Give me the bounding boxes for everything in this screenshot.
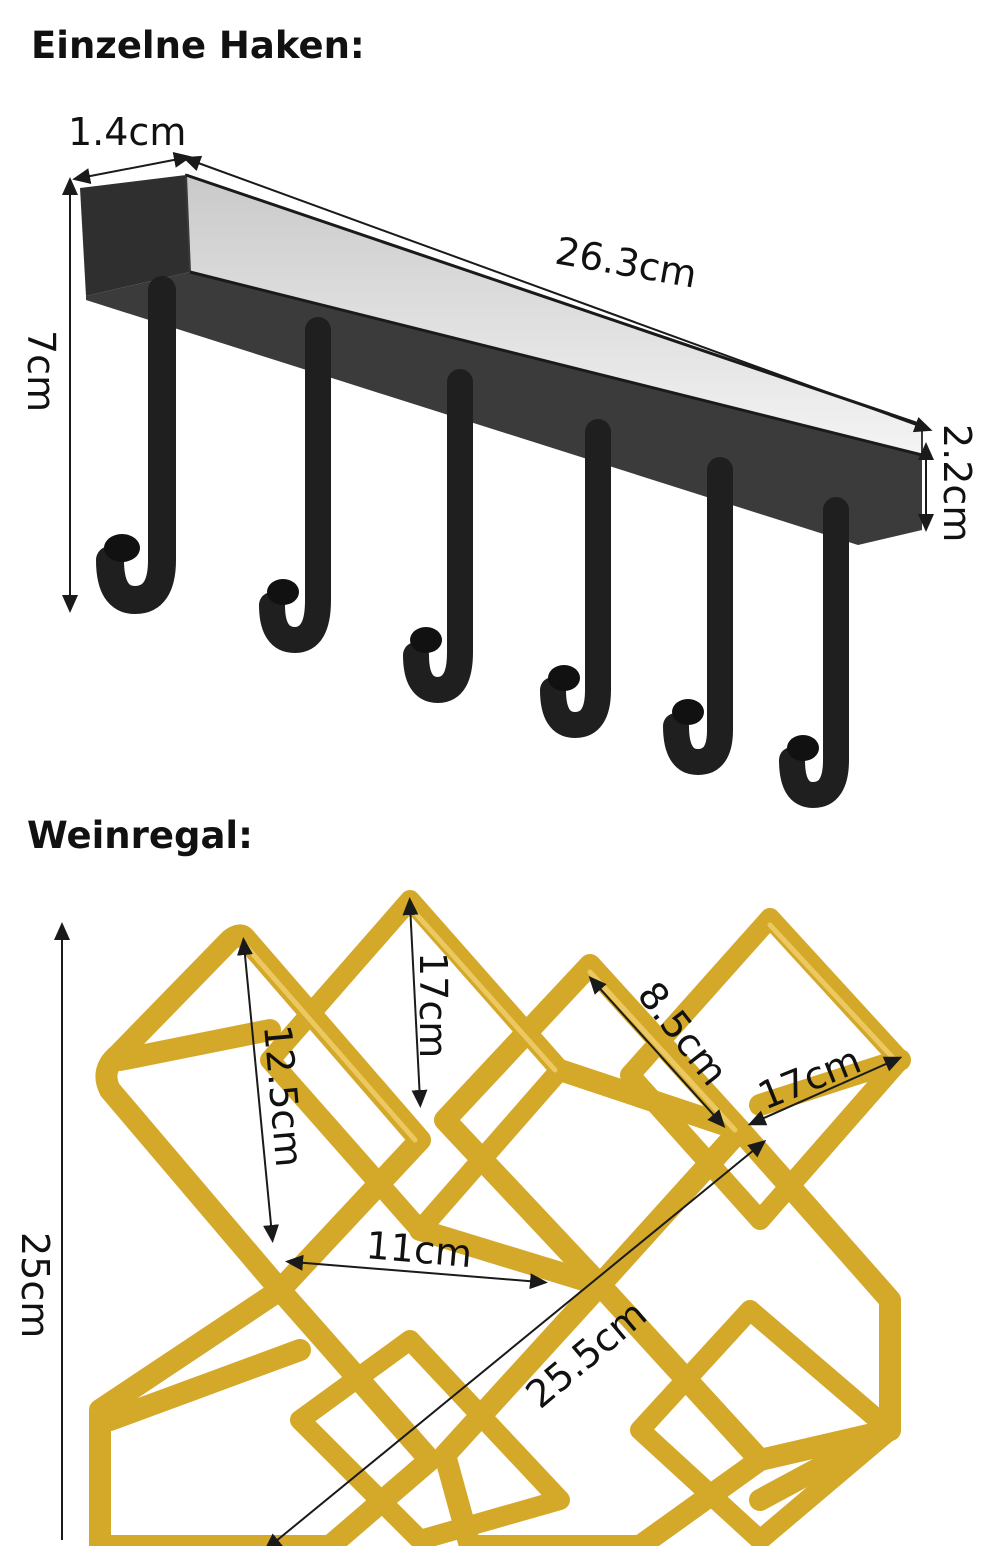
hook-4 — [540, 419, 611, 739]
wine-rack-heading: Weinregal: — [27, 814, 253, 857]
hook-1 — [96, 276, 176, 615]
dim-thickness-label: 2.2cm — [935, 424, 979, 542]
dim-inner-width-label: 11cm — [364, 1223, 474, 1276]
dim-depth-label: 1.4cm — [68, 110, 186, 154]
hooks-heading: Einzelne Haken: — [31, 24, 365, 67]
hook-2 — [259, 317, 331, 654]
hooks-group — [96, 276, 849, 809]
hook-3 — [403, 369, 473, 704]
rail-end-face — [80, 175, 190, 296]
dim-height-label: 7cm — [19, 330, 63, 412]
dim-rect-height-label: 17cm — [411, 952, 455, 1058]
hook-5 — [663, 457, 733, 776]
wine-rack — [89, 890, 911, 1546]
dim-length-label: 26.3cm — [552, 229, 700, 297]
hook-rail — [80, 173, 923, 545]
hook-6 — [779, 497, 849, 809]
dim-total-height-label: 25cm — [13, 1232, 57, 1338]
